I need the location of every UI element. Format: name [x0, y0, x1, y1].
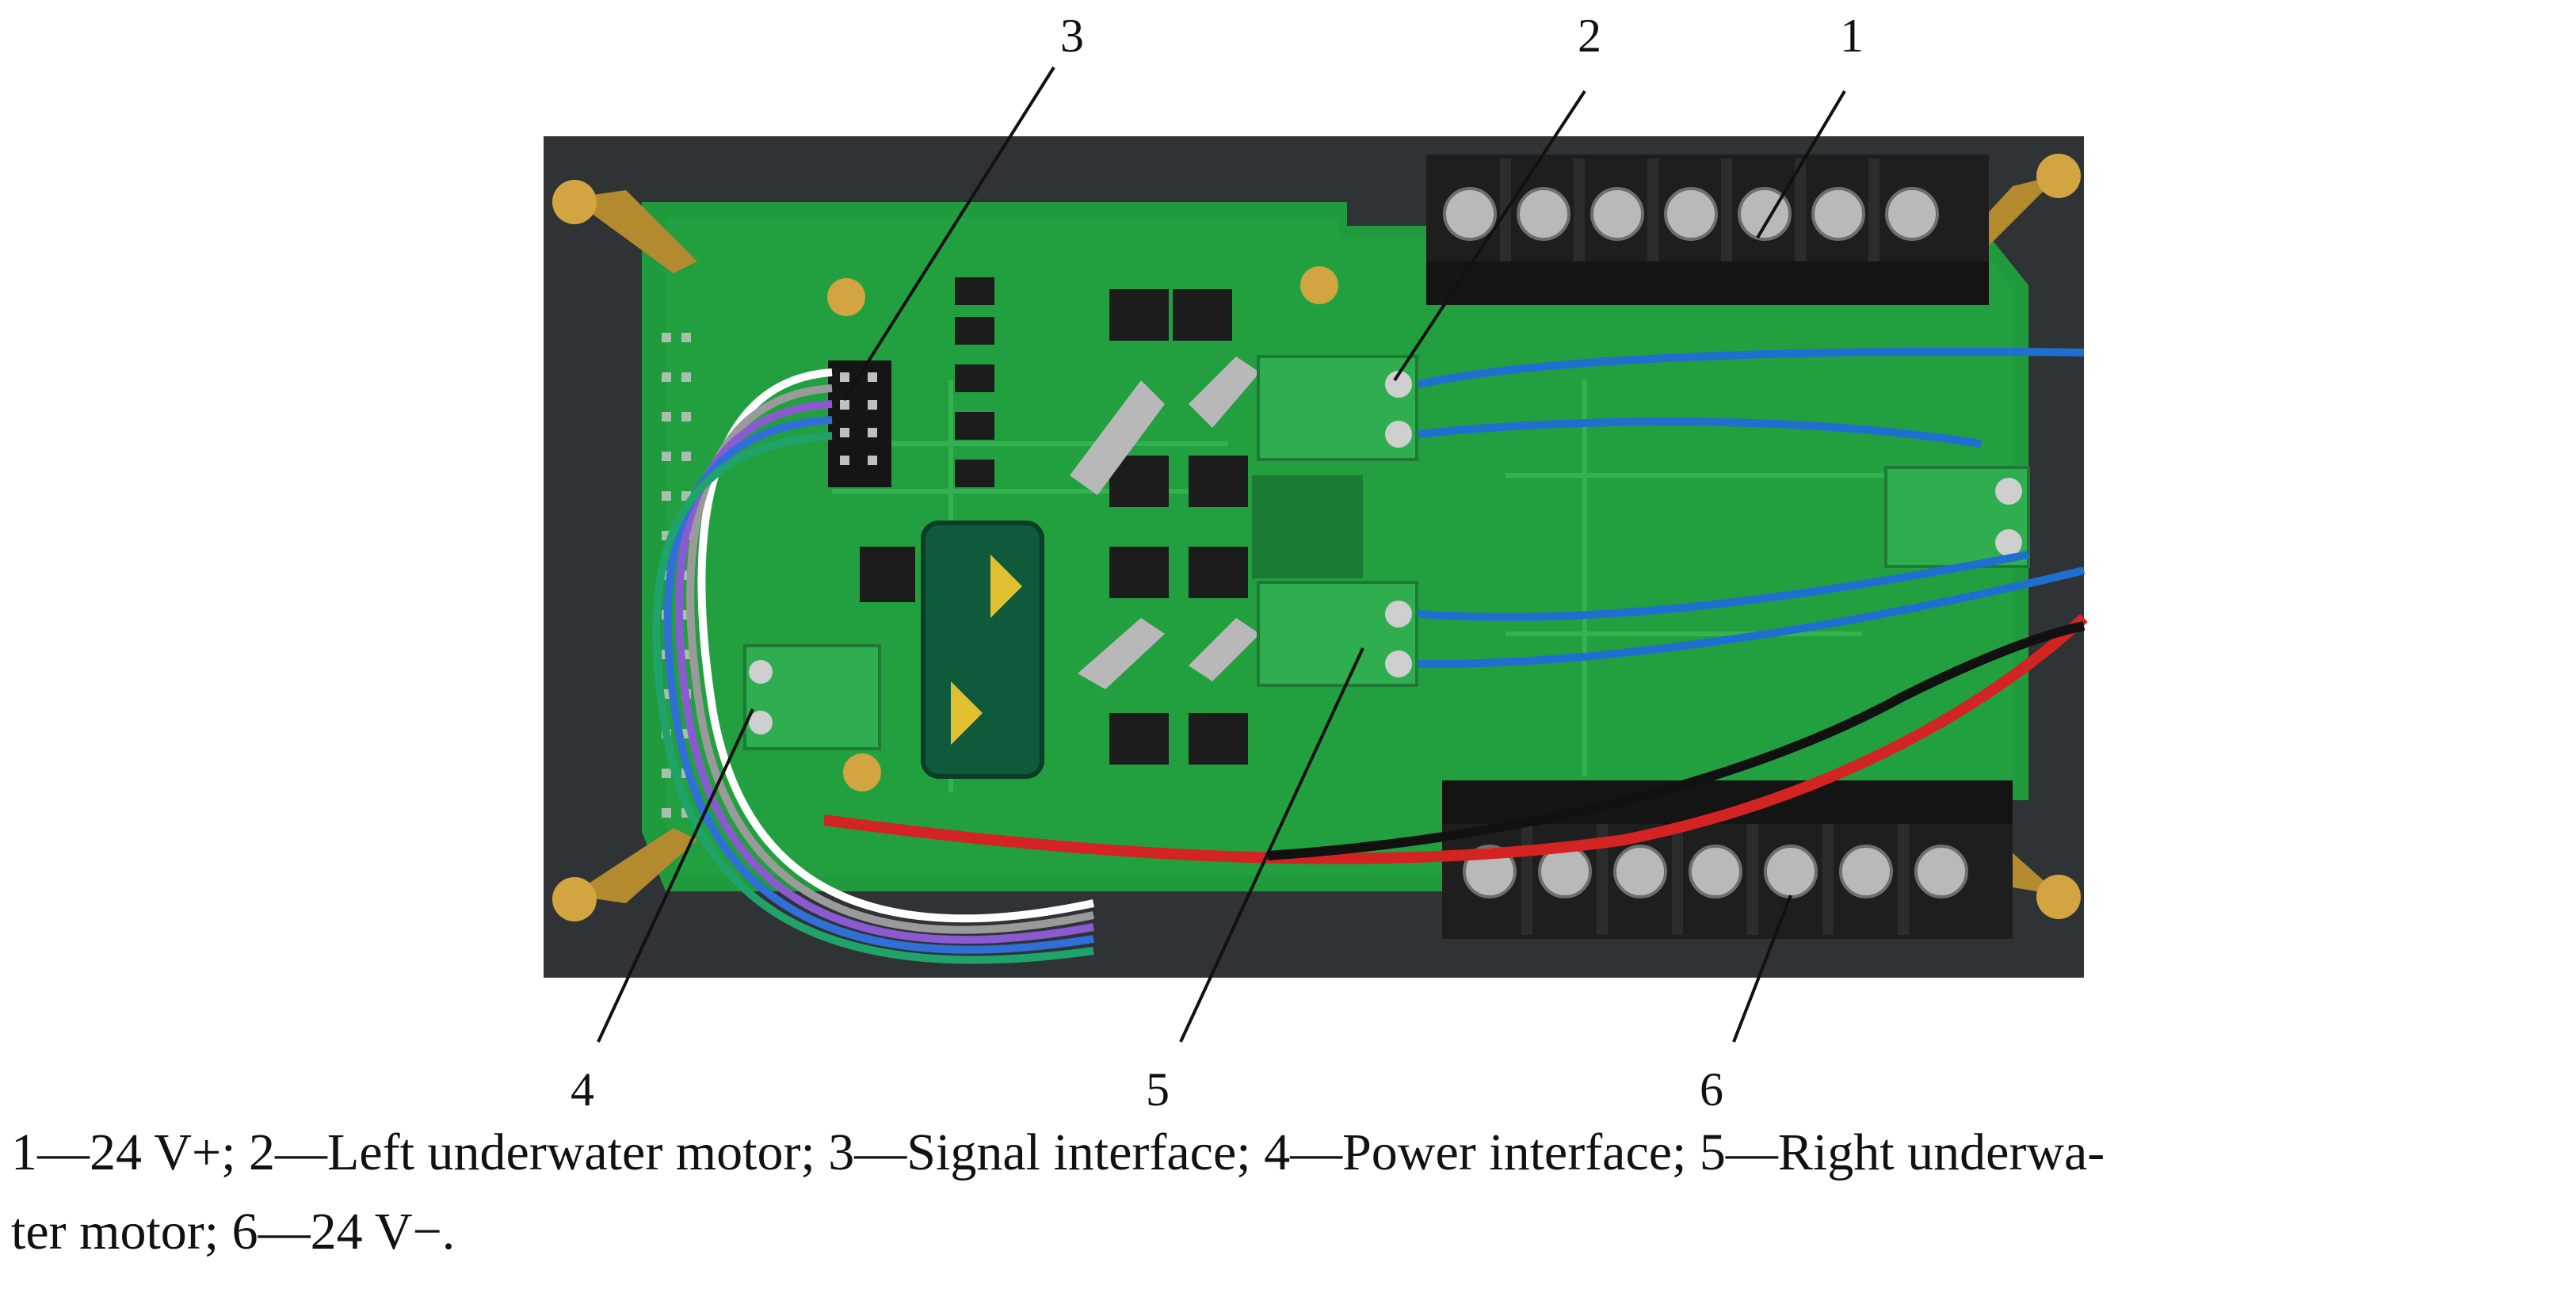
caption-line-1: 1—24 V+; 2—Left underwater motor; 3—Sign…: [11, 1123, 2105, 1181]
black-power-wire: [1267, 621, 2086, 860]
ribbon-wires: [652, 368, 1095, 964]
callout-label-3: 3: [1060, 10, 1084, 62]
callout-leader-lines: [597, 66, 1846, 1043]
callout-label-5: 5: [1146, 1063, 1170, 1116]
terminal-block-bottom: [1442, 780, 2013, 939]
red-power-wire: [823, 613, 2088, 864]
callout-label-2: 2: [1578, 10, 1601, 62]
callout-label-6: 6: [1700, 1063, 1723, 1116]
figure-caption: 1—24 V+; 2—Left underwater motor; 3—Sign…: [11, 1113, 2563, 1272]
heatsink-strips: [1070, 357, 1260, 689]
callout-label-4: 4: [571, 1063, 594, 1116]
terminal-block-top: [1426, 154, 1989, 305]
mosfet-chips: [860, 277, 1248, 765]
green-connectors: [743, 355, 2030, 750]
signal-header: [828, 360, 891, 487]
callout-label-1: 1: [1840, 10, 1864, 62]
driver-module: [1252, 475, 1363, 578]
blue-motor-wires: [1417, 347, 2086, 669]
capacitor: [921, 521, 1044, 779]
caption-line-2: ter motor; 6—24 V−.: [11, 1203, 456, 1261]
